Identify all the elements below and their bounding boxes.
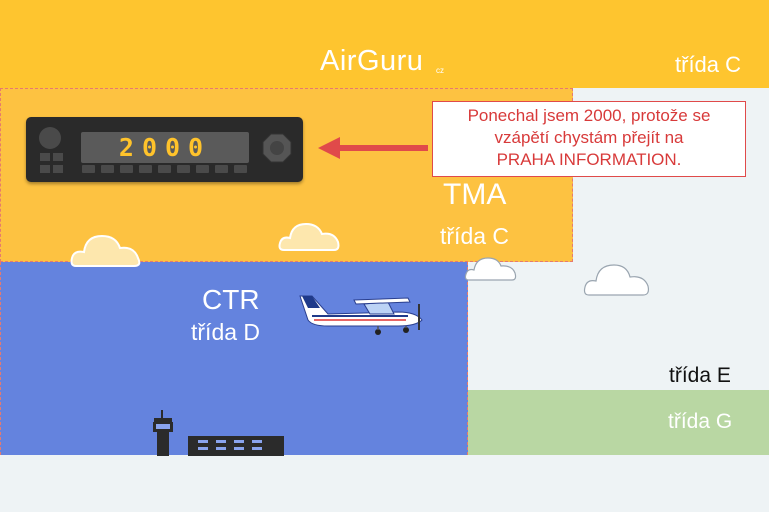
- rotary-knob-icon[interactable]: [262, 133, 292, 163]
- airguru-logo: AirGuru: [320, 45, 424, 77]
- class-g-label: třída G: [668, 410, 733, 433]
- class-c-upper-label: třída C: [675, 52, 742, 77]
- cloud-icon: [70, 234, 141, 267]
- transponder-button[interactable]: [101, 165, 114, 173]
- tma-label: TMA: [443, 178, 507, 211]
- transponder-button[interactable]: [120, 165, 133, 173]
- transponder-button[interactable]: [177, 165, 190, 173]
- ctr-label: CTR: [202, 284, 260, 315]
- transponder-button[interactable]: [139, 165, 152, 173]
- airguru-logo-suffix: cz: [436, 66, 444, 75]
- cloud-icon: [583, 264, 650, 296]
- squawk-code-display: 2000: [81, 132, 249, 163]
- ctr-airspace: [0, 262, 468, 455]
- cloud-icon: [464, 257, 517, 281]
- transponder-button[interactable]: [234, 165, 247, 173]
- class-e-label: třída E: [669, 364, 731, 387]
- cloud-icon: [278, 222, 340, 251]
- transponder-button[interactable]: [40, 165, 50, 173]
- transponder-button[interactable]: [82, 165, 95, 173]
- transponder-button[interactable]: [196, 165, 209, 173]
- ctr-class-label: třída D: [191, 319, 261, 345]
- class-c-upper-airspace: [0, 0, 769, 88]
- arrow-left-icon: [318, 137, 428, 159]
- airplane-icon: [299, 295, 423, 335]
- transponder-button[interactable]: [53, 153, 63, 161]
- callout-box: Ponechal jsem 2000, protože se vzápětí c…: [432, 101, 746, 177]
- callout-line: vzápětí chystám přejít na: [494, 128, 684, 147]
- transponder-button[interactable]: [53, 165, 63, 173]
- ground-strip: [0, 455, 769, 512]
- transponder-button[interactable]: [40, 153, 50, 161]
- callout-line: PRAHA INFORMATION.: [496, 150, 682, 169]
- transponder-button[interactable]: [158, 165, 171, 173]
- transponder-button[interactable]: [215, 165, 228, 173]
- callout-line: Ponechal jsem 2000, protože se: [467, 106, 711, 125]
- tma-class-label: třída C: [440, 223, 510, 249]
- transponder-knob[interactable]: [39, 127, 61, 149]
- class-g-airspace: [468, 390, 769, 455]
- airport-buildings-icon: [153, 410, 284, 456]
